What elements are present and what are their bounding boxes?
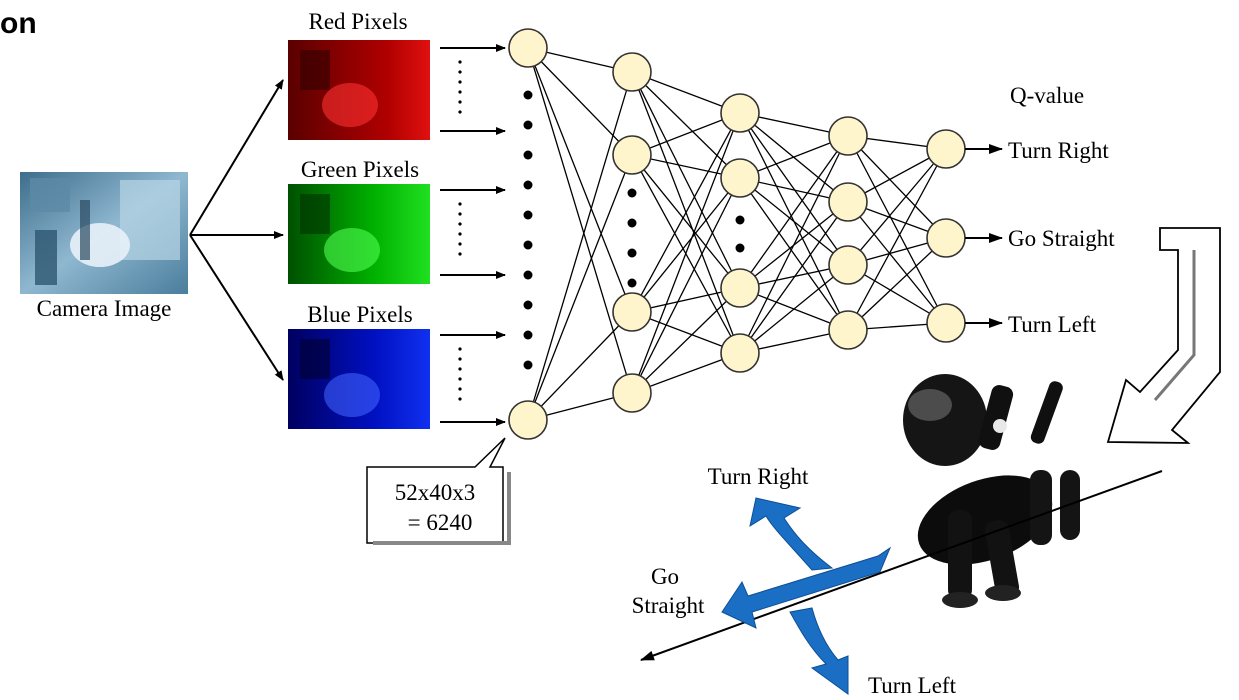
network-edge xyxy=(847,237,947,331)
camera-image-label: Camera Image xyxy=(37,296,172,321)
output-arrows xyxy=(965,144,1003,328)
ellipsis-dot xyxy=(735,243,745,253)
network-node xyxy=(612,292,652,332)
network-edge xyxy=(739,201,849,354)
network-edge xyxy=(631,71,741,289)
network-node xyxy=(720,158,760,198)
green-pixels-label: Green Pixels xyxy=(301,157,419,182)
ellipsis-dot xyxy=(523,300,533,310)
network-edge xyxy=(847,148,947,266)
motion-arrow-right xyxy=(749,497,834,571)
network-edge xyxy=(739,264,849,354)
network-node xyxy=(828,116,868,156)
network-edge xyxy=(847,148,947,331)
network-edge xyxy=(739,135,849,354)
network-node xyxy=(720,93,760,133)
red-pixels-image xyxy=(288,40,430,140)
ellipsis-dot xyxy=(627,218,637,228)
network-edge xyxy=(527,71,633,421)
red-pixels-label: Red Pixels xyxy=(308,9,407,34)
page-title-fragment: on xyxy=(0,7,37,40)
motion-go-label-line2: Straight xyxy=(632,593,705,618)
network-edge xyxy=(527,47,633,394)
motion-arrow-straight xyxy=(721,546,892,629)
network-edge xyxy=(847,201,947,324)
camera-image xyxy=(20,172,188,294)
q-value-heading: Q-value xyxy=(1010,83,1084,108)
network-edge xyxy=(527,47,633,313)
network-edge xyxy=(527,311,633,421)
ellipsis-dot xyxy=(627,278,637,288)
network-edge xyxy=(739,177,849,331)
input-size-line2: = 6240 xyxy=(408,510,473,535)
network-node xyxy=(508,28,548,68)
ellipsis-dot xyxy=(523,180,533,190)
ellipsis-dot xyxy=(523,240,533,250)
selected-action-arrow xyxy=(1106,227,1221,444)
ellipsis-dot xyxy=(523,90,533,100)
network-edge xyxy=(631,112,741,394)
robot-heading-line xyxy=(640,470,1163,661)
network-node xyxy=(926,129,966,169)
output-go-straight: Go Straight xyxy=(1008,226,1115,251)
network-edge xyxy=(847,135,947,239)
output-turn-right: Turn Right xyxy=(1008,138,1109,163)
network-node xyxy=(612,373,652,413)
network-node xyxy=(720,268,760,308)
network-edge xyxy=(631,112,741,313)
blue-pixels-label: Blue Pixels xyxy=(307,302,412,327)
motion-turn-left-label: Turn Left xyxy=(868,673,957,698)
network-edge xyxy=(739,112,849,266)
network-edge xyxy=(631,154,741,289)
network-node xyxy=(508,400,548,440)
network-edge xyxy=(631,287,741,394)
ellipsis-dot xyxy=(523,270,533,280)
network-edge xyxy=(527,47,633,156)
ellipsis-dot xyxy=(523,150,533,160)
motion-arrow-left xyxy=(789,607,849,695)
network-node xyxy=(926,303,966,343)
network-edge xyxy=(631,177,741,394)
ellipsis-dot xyxy=(627,188,637,198)
motion-go-label-line1: Go xyxy=(651,564,679,589)
network-nodes xyxy=(508,28,966,440)
output-turn-left: Turn Left xyxy=(1008,312,1097,337)
network-node xyxy=(720,333,760,373)
ellipsis-dot xyxy=(735,215,745,225)
ellipsis-dot xyxy=(523,330,533,340)
channel-arrow-ellipsis xyxy=(458,60,462,401)
ellipsis-dot xyxy=(523,360,533,370)
network-edge xyxy=(527,154,633,421)
ellipsis-dot xyxy=(523,120,533,130)
network-edge xyxy=(739,177,849,266)
network-node xyxy=(612,52,652,92)
network-edge xyxy=(739,135,849,289)
camera-to-channel-arrows xyxy=(189,79,284,381)
blue-pixels-image xyxy=(288,329,430,429)
input-size-callout xyxy=(366,437,511,545)
network-node xyxy=(828,310,868,350)
channel-to-input-arrows xyxy=(440,44,506,426)
layer-ellipsis-dots xyxy=(523,90,745,370)
ellipsis-dot xyxy=(627,248,637,258)
network-node xyxy=(612,135,652,175)
motion-turn-right-label: Turn Right xyxy=(708,464,809,489)
network-node xyxy=(828,245,868,285)
network-node xyxy=(828,182,868,222)
robot-motion-arrows xyxy=(721,497,892,695)
robot-dog xyxy=(903,374,1080,608)
network-edge xyxy=(631,177,741,313)
ellipsis-dot xyxy=(523,210,533,220)
network-node xyxy=(926,218,966,258)
input-size-line1: 52x40x3 xyxy=(395,480,476,505)
network-edge xyxy=(847,135,947,324)
green-pixels-image xyxy=(288,184,430,284)
